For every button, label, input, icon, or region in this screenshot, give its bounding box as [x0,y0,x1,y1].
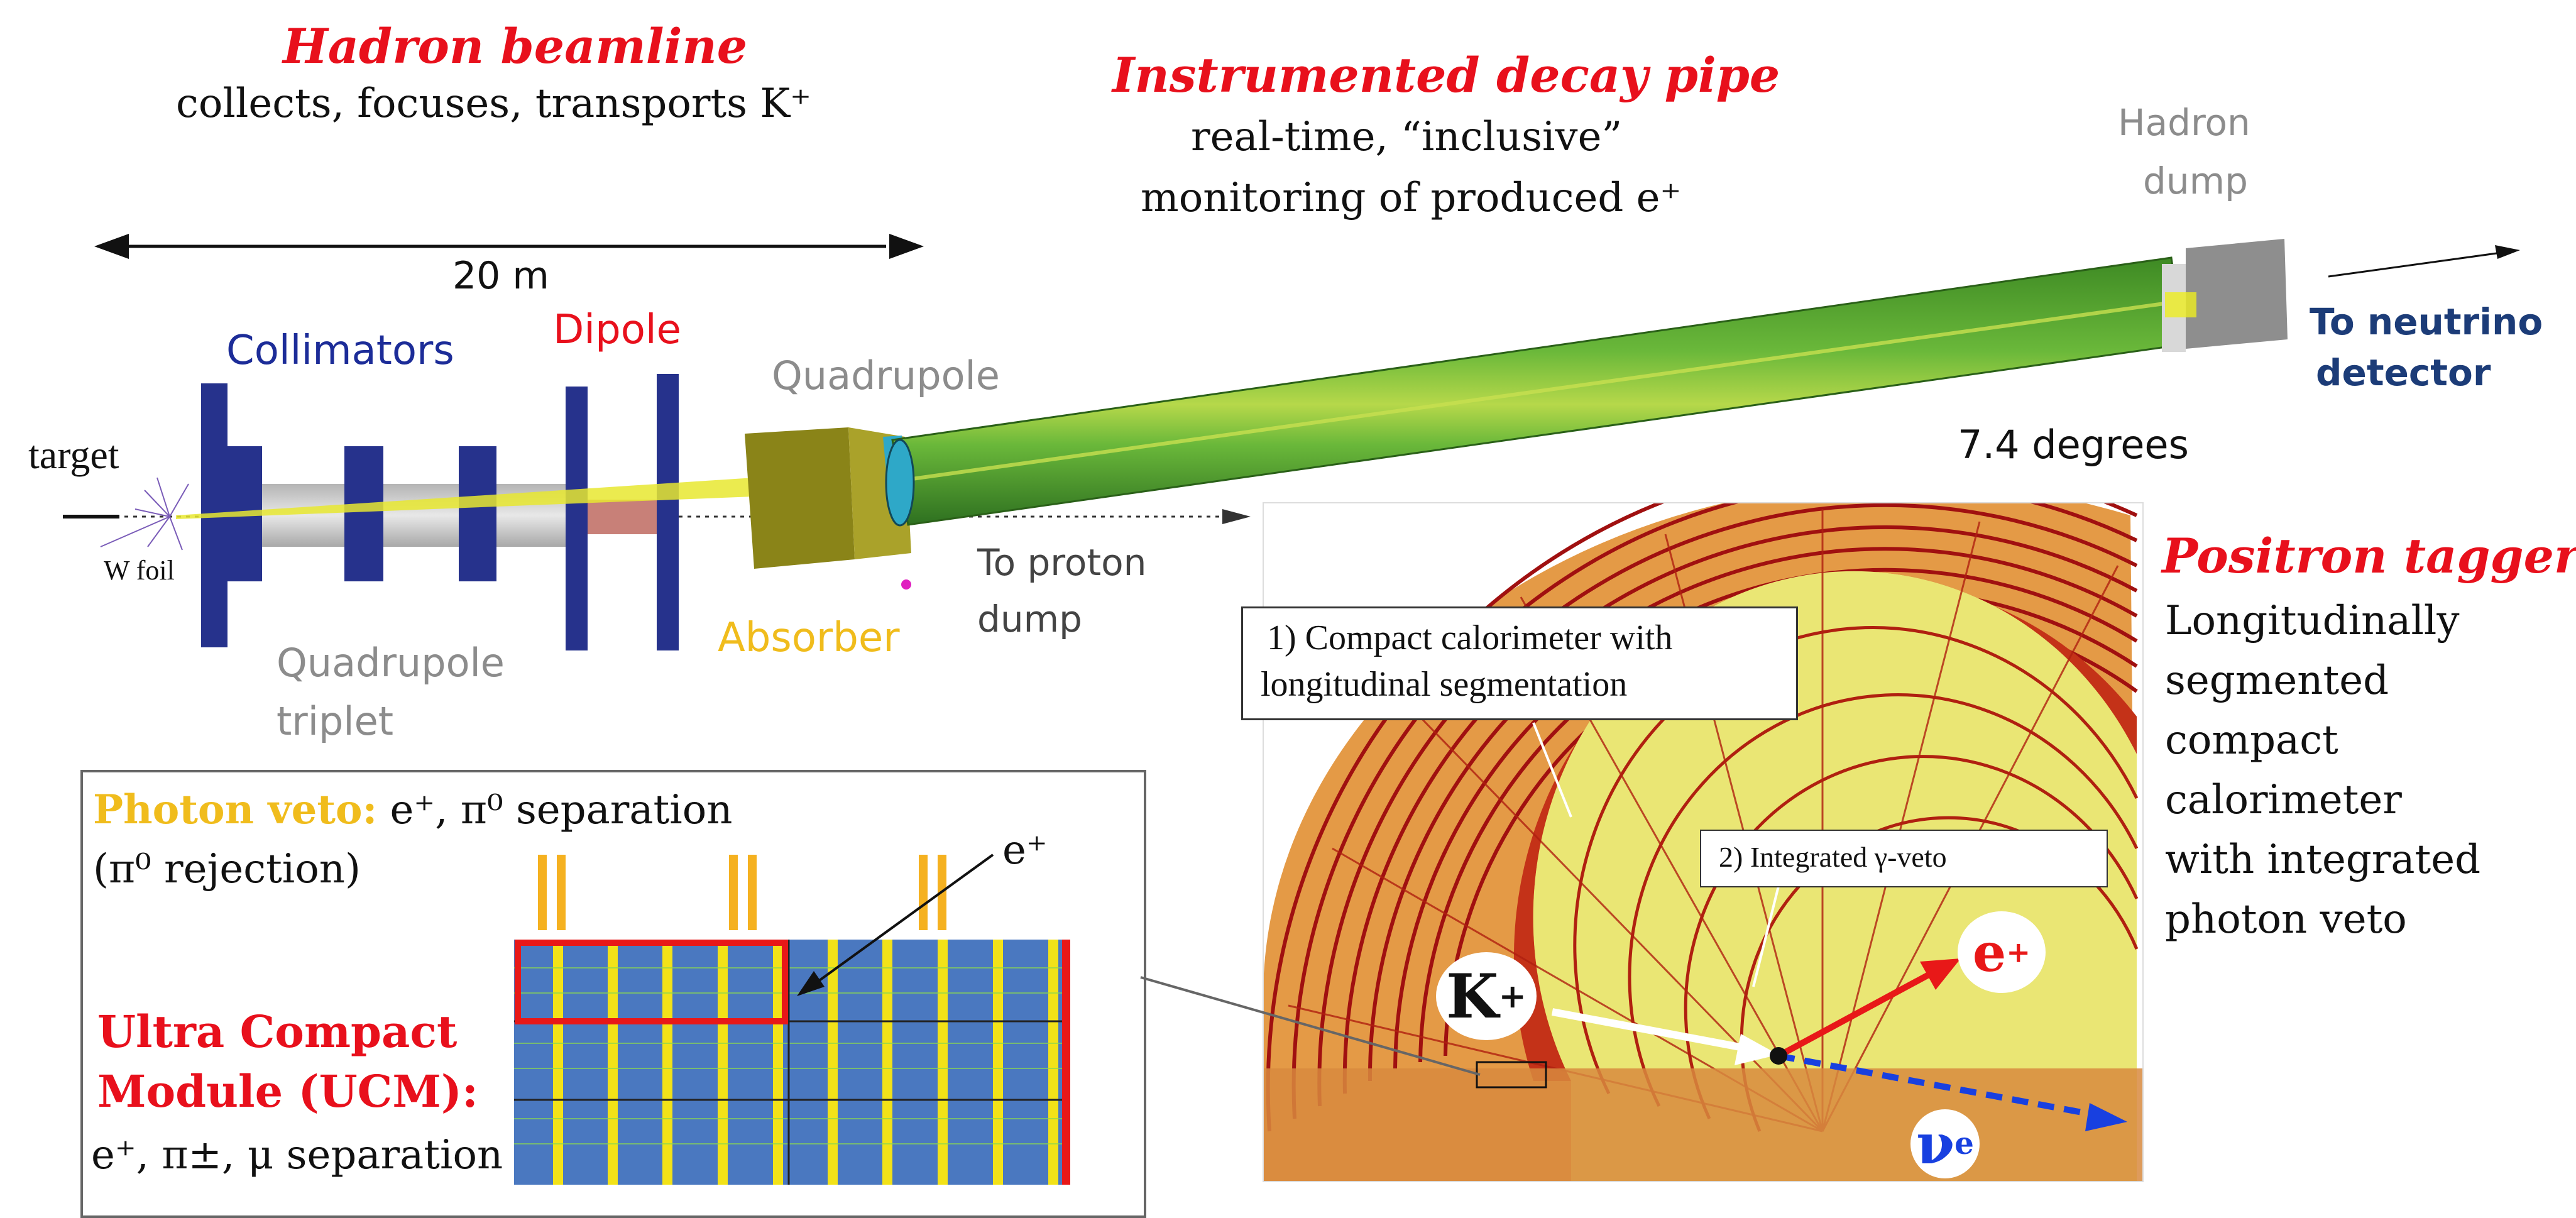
zoom-connector [1140,976,1481,1076]
proton-dump-arrowhead [1222,509,1251,524]
positron-tagger-title: Positron tagger [2162,528,2576,584]
collimators-label: Collimators [226,327,454,374]
pi0-rejection-label: (π⁰ rejection) [93,846,361,892]
target-label: target [28,432,119,477]
callout-compact-calorimeter-line-2: longitudinal segmentation [1261,665,1628,704]
positron-tagger-line-4: calorimeter [2165,777,2402,823]
decay-pipe-title: Instrumented decay pipe [1112,47,1780,103]
to-neutrino-detector-label-2: detector [2316,351,2491,394]
callout-gamma-veto-text: 2) Integrated γ-veto [1719,841,1947,873]
photon-veto-bars [538,855,946,930]
neutrino-direction-arrow [2328,251,2502,278]
decay-pipe-description-2: monitoring of produced e⁺ [1141,175,1682,221]
ucm-separation-label: e⁺, π±, μ separation [91,1132,503,1178]
calorimeter-render [1263,503,2143,1182]
to-proton-dump-label-1: To proton [977,541,1147,584]
hadron-dump [2162,239,2288,352]
inset-eplus-label: e⁺ [1002,827,1048,874]
positron-tagger-line-3: compact [2165,717,2338,764]
kaon-label: K+ [1436,952,1537,1040]
to-neutrino-detector-label-1: To neutrino [2310,300,2543,343]
callout-compact-calorimeter-line-1: 1) Compact calorimeter with [1267,618,1673,657]
positron-tagger-line-1: Longitudinally [2165,598,2460,644]
photon-veto-text: e⁺, π⁰ separation [390,787,733,833]
photon-veto-line: Photon veto: e⁺, π⁰ separation [93,789,732,831]
callout-gamma-veto: 2) Integrated γ-veto [1700,830,2108,887]
kaon-beam [176,478,754,519]
w-foil-label: W foil [104,555,175,586]
quadrupole-triplet-label-1: Quadrupole [277,640,505,686]
hadron-beamline-title: Hadron beamline [283,18,748,74]
scale-label: 20 m [452,254,549,298]
calorimeter-frame [1263,502,2144,1182]
absorber-label: Absorber [718,615,900,661]
callout-compact-calorimeter: 1) Compact calorimeter with longitudinal… [1241,606,1798,720]
scale-arrow [94,234,924,259]
angle-label: 7.4 degrees [1958,422,2189,468]
positron-tagger-line-6: photon veto [2165,896,2407,943]
ucm-title-1: Ultra Compact [97,1006,458,1058]
ucm-module [514,940,1070,1185]
quadrupole-label: Quadrupole [772,353,1000,398]
positron-label: e+ [1958,911,2046,993]
positron-tagger-line-5: with integrated [2165,837,2481,883]
dipole-label: Dipole [553,307,681,353]
quadrupole-triplet-label-2: triplet [277,698,394,744]
hadron-dump-label-2: dump [2143,160,2248,202]
decay-pipe-description-1: real-time, “inclusive” [1191,114,1623,160]
hadron-dump-label-1: Hadron [2118,101,2250,144]
target-spray [100,477,189,551]
eplus-pointer [809,853,994,988]
to-proton-dump-label-2: dump [977,598,1082,640]
ucm-title-2: Module (UCM): [97,1065,478,1117]
positron-tagger-line-2: segmented [2165,657,2389,704]
dipole-magnet [588,500,657,534]
marker-dot [901,579,911,590]
decay-pipe [885,256,2185,527]
hadron-beamline-description: collects, focuses, transports K⁺ [176,80,811,127]
photon-veto-title: Photon veto: [93,786,378,833]
